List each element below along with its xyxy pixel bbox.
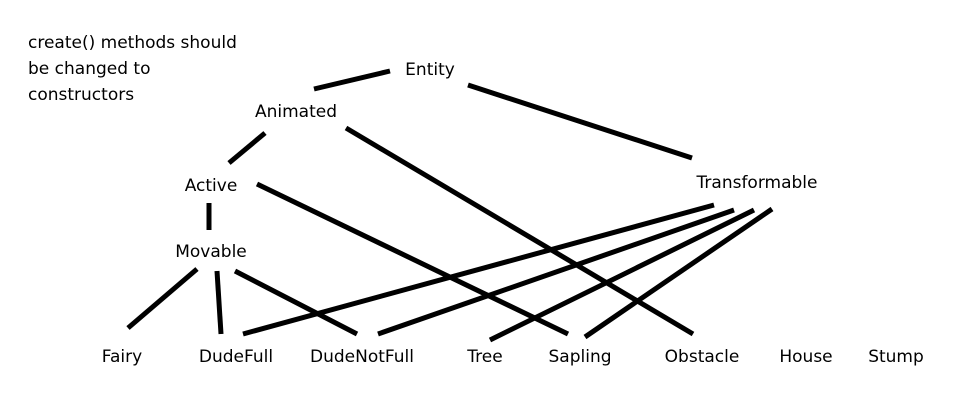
node-dudenotfull: DudeNotFull [310,347,414,367]
edge-transformable-tree [488,207,756,343]
node-fairy: Fairy [101,347,143,367]
node-house: House [779,347,833,367]
note-line-1: create() methods should [28,33,237,53]
node-stump: Stump [868,347,924,367]
edge-movable-dudenotfull [233,268,359,337]
note-text: create() methods should be changed to co… [28,30,268,108]
edge-entity-transformable [467,82,693,161]
edge-movable-dudefull [214,270,224,335]
node-tree: Tree [467,347,503,367]
edge-active-sapling [255,181,570,337]
edge-transformable-dudenotfull [377,207,735,337]
node-dudefull: DudeFull [198,347,274,367]
node-movable: Movable [175,242,247,262]
node-transformable: Transformable [696,173,818,193]
edge-animated-obstacle [344,125,695,337]
edge-transformable-sapling [583,206,774,340]
node-active: Active [184,176,238,196]
edge-entity-animated [313,68,391,92]
note-line-3: constructors [28,85,135,105]
node-animated: Animated [254,102,338,122]
edge-movable-fairy [126,267,199,330]
node-obstacle: Obstacle [664,347,740,367]
node-sapling: Sapling [548,347,612,367]
node-entity: Entity [405,60,455,80]
note-line-2: be changed to [28,59,151,79]
edge-transformable-dudefull [242,202,715,337]
edge-animated-active [227,131,267,165]
